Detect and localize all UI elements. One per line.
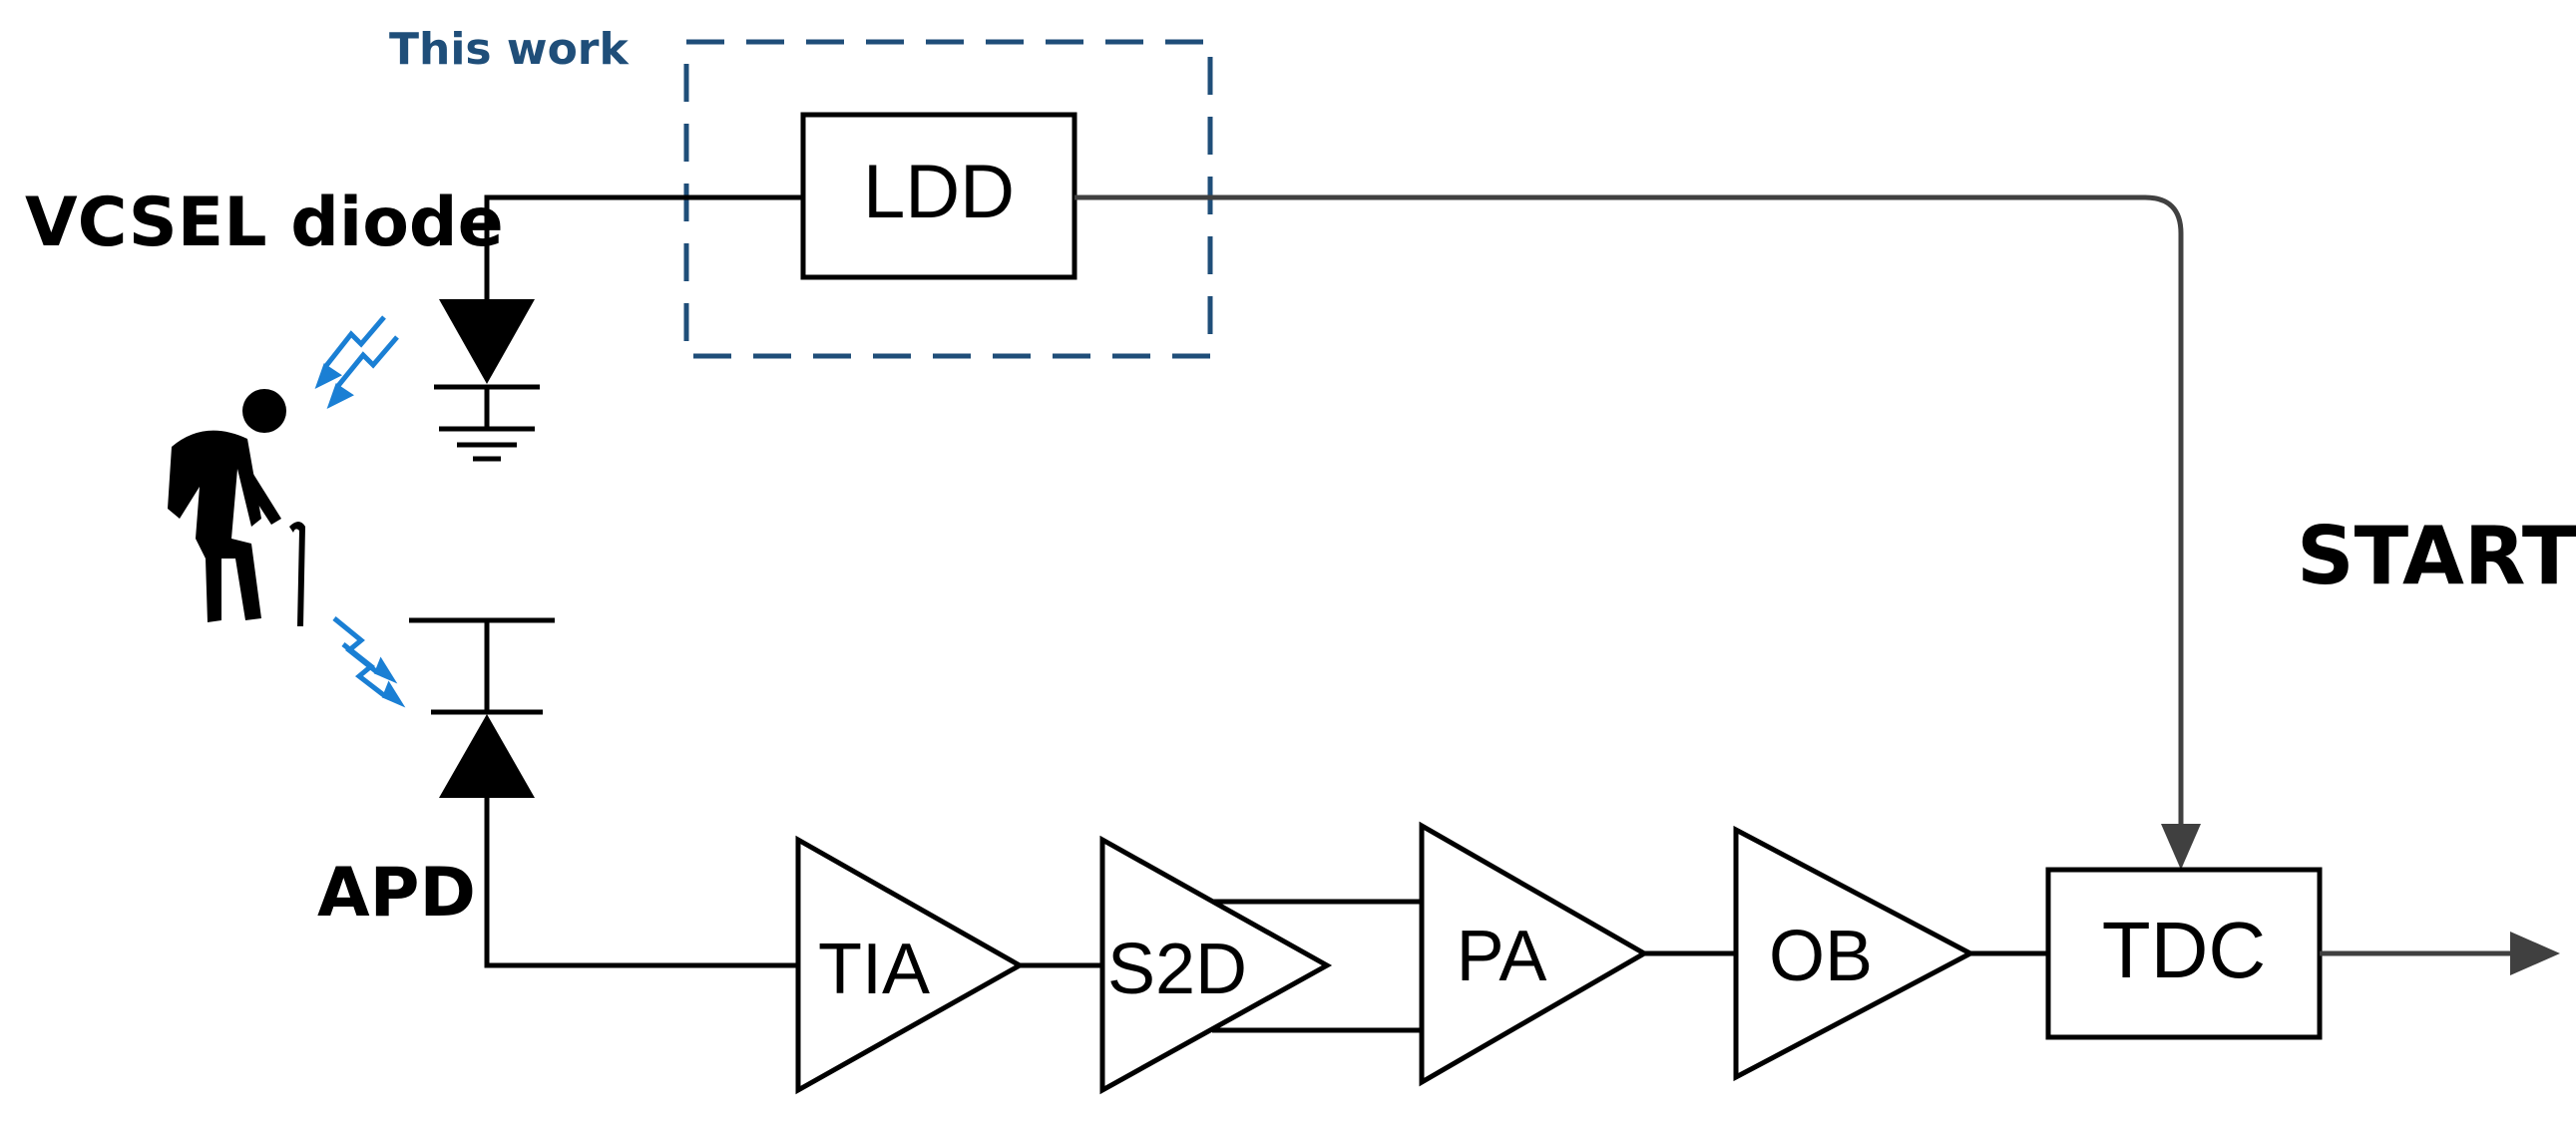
apd-label: APD [317,854,476,933]
pa-label: PA [1457,917,1547,996]
received-light-rays-icon [332,616,406,708]
tia-label: TIA [818,930,930,1009]
apd-to-tia-wire [484,798,798,968]
vcsel-diode-label: VCSEL diode [25,184,504,262]
ldd-block [800,112,1077,280]
apd-diode-symbol [439,714,535,798]
ob-label: OB [1769,917,1873,996]
ldd-label: LDD [863,150,1015,234]
vcsel-wire [484,194,803,299]
s2d-label: S2D [1107,930,1247,1009]
s2d-amplifier [1099,835,1333,1095]
ob-buffer [1733,825,1976,1082]
this-work-label: This work [389,24,631,75]
tia-amplifier [795,835,1026,1095]
ground-icon [439,426,535,462]
pa-amplifier [1419,821,1650,1087]
emitted-light-rays-icon [314,315,399,410]
tdc-output-arrowhead [2510,932,2560,975]
start-label: START [2297,510,2576,602]
start-signal-wire [1074,194,2184,828]
tdc-label: TDC [2102,906,2266,994]
elderly-person-with-cane-icon [168,389,305,626]
vcsel-diode-symbol [439,299,535,384]
start-arrowhead [2161,824,2201,870]
